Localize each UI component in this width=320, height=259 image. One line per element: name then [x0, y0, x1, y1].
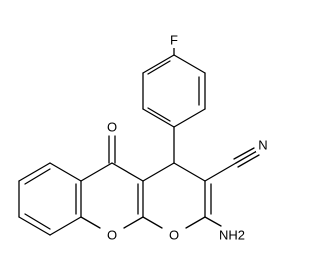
ring-oxygen-right-label: O — [169, 228, 179, 243]
nitrile-nitrogen-label: N — [258, 138, 267, 153]
chemical-structure: F O N O O NH2 — [18, 32, 270, 243]
ketone-oxygen-label: O — [107, 120, 117, 135]
bond-lines — [18, 46, 260, 236]
amino-group-label: NH2 — [219, 228, 245, 243]
atom-labels: F O N O O NH2 — [106, 33, 270, 243]
fluorine-atom-label: F — [170, 33, 178, 48]
ring-oxygen-left-label: O — [107, 228, 117, 243]
